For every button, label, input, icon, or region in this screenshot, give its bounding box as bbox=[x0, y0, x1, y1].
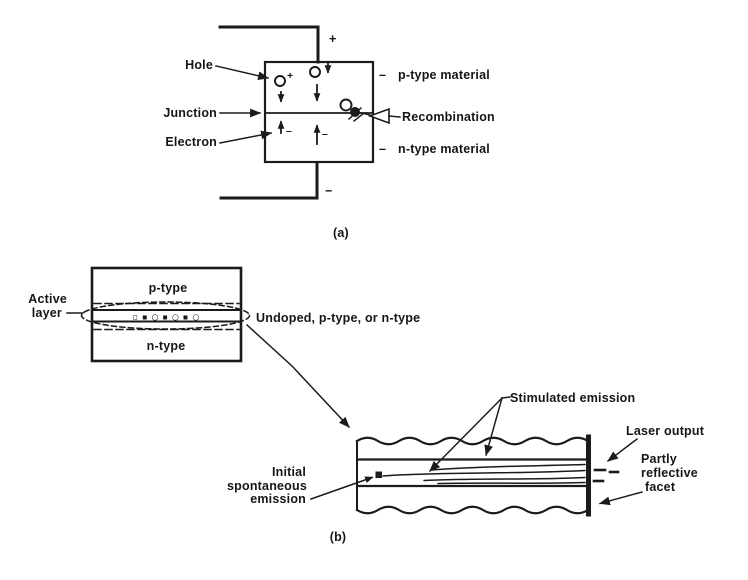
recombining-hole bbox=[339, 98, 353, 112]
hole-symbol bbox=[274, 75, 286, 87]
electron-label: Electron bbox=[165, 135, 217, 149]
hole-symbol-2 bbox=[309, 66, 321, 78]
stimulated-arrow-2 bbox=[428, 396, 504, 473]
stimulated-leader-tick bbox=[501, 396, 511, 399]
p-type-material-label: p-type material bbox=[398, 68, 490, 82]
facet-label-line1: Partly bbox=[641, 452, 677, 466]
n-type-dash: – bbox=[379, 142, 386, 156]
active-layer-label-line2: layer bbox=[32, 306, 62, 320]
recombining-electron bbox=[350, 107, 360, 117]
bottom-wire bbox=[219, 161, 319, 200]
chip-box bbox=[90, 266, 243, 363]
facet-label-line2: reflective bbox=[641, 466, 698, 480]
laser-output-label: Laser output bbox=[626, 424, 705, 438]
initial-emission-label-line1: Initial bbox=[272, 465, 306, 479]
panel-b-caption: (b) bbox=[330, 530, 347, 544]
cavity-bottom-torn-edge bbox=[355, 505, 590, 515]
undoped-label: Undoped, p-type, or n-type bbox=[256, 311, 420, 325]
minus-terminal-label: − bbox=[325, 184, 333, 198]
plus-terminal-label: + bbox=[329, 32, 337, 46]
light-ray bbox=[430, 463, 586, 471]
initial-emission-arrow bbox=[310, 476, 374, 500]
recombination-symbol bbox=[339, 98, 366, 123]
panel-a: + − + – – Hole Junction Electron bbox=[163, 25, 495, 240]
initial-emission-label-line3: emission bbox=[250, 492, 306, 506]
recombination-label: Recombination bbox=[402, 110, 495, 124]
spontaneous-emission-origin-dot bbox=[375, 471, 382, 478]
recombination-leader-line-2 bbox=[388, 115, 401, 118]
electron-charge-label: – bbox=[286, 125, 292, 137]
top-wire bbox=[218, 25, 320, 64]
active-layer-highlight-ellipse bbox=[80, 301, 251, 330]
active-layer-label-line1: Active bbox=[28, 292, 67, 306]
diode-box bbox=[263, 60, 375, 164]
facet-arrow bbox=[598, 491, 643, 506]
recombination-mark-2 bbox=[352, 111, 366, 123]
electron-charge-label-2: – bbox=[322, 128, 328, 140]
facet-label-line3: facet bbox=[645, 480, 676, 494]
panel-a-caption: (a) bbox=[333, 226, 349, 240]
light-ray bbox=[423, 476, 586, 482]
p-type-region-label: p-type bbox=[149, 281, 188, 295]
stimulated-arrow-1 bbox=[484, 397, 503, 457]
junction-label: Junction bbox=[163, 106, 217, 120]
hole-label: Hole bbox=[185, 58, 213, 72]
active-layer-carriers: ▫▪○▪○▪○ bbox=[133, 313, 204, 322]
laser-output-arrow bbox=[606, 437, 639, 463]
n-type-material-label: n-type material bbox=[398, 142, 490, 156]
laser-output-dashes bbox=[592, 468, 620, 483]
cavity-top-torn-edge bbox=[355, 436, 590, 446]
panel-b-chip: p-type ▫▪○▪○▪○ n-type Active layer Undop… bbox=[28, 266, 420, 429]
light-ray bbox=[437, 481, 586, 485]
hole-charge-label: + bbox=[287, 70, 293, 82]
n-type-region-label: n-type bbox=[147, 339, 186, 353]
electron-leader-arrow bbox=[219, 130, 273, 144]
initial-emission-label-line2: spontaneous bbox=[227, 479, 307, 493]
p-type-dash: – bbox=[379, 68, 386, 82]
chip-to-laser-arrow bbox=[245, 323, 351, 429]
hole-leader-arrow bbox=[215, 65, 270, 81]
light-ray bbox=[382, 469, 586, 477]
recombination-leader-line bbox=[356, 111, 371, 116]
recombination-mark bbox=[347, 106, 363, 121]
stimulated-emission-label: Stimulated emission bbox=[510, 391, 635, 405]
panel-b-laser: Stimulated emission Initial spontaneous … bbox=[227, 391, 705, 544]
